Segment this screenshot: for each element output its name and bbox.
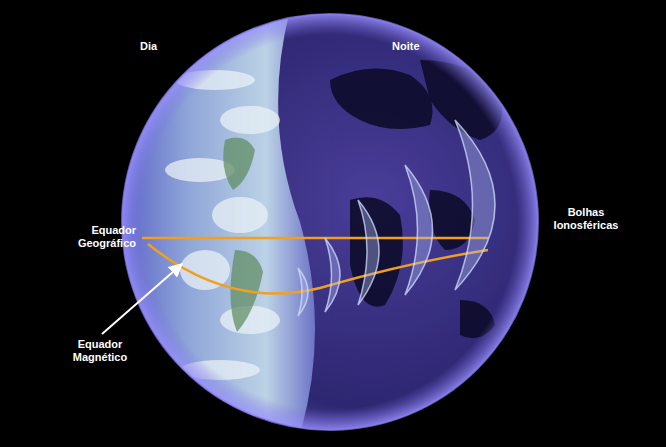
globe	[120, 10, 540, 434]
label: Noite	[392, 40, 452, 53]
label: Equador Geográfico	[56, 224, 136, 250]
label: Equador Magnético	[60, 338, 140, 364]
ionospheric-bubbles	[298, 120, 495, 316]
bubble	[325, 238, 340, 312]
bubble	[455, 120, 495, 290]
bubble	[358, 200, 379, 305]
bubble	[405, 165, 433, 295]
atmosphere	[122, 14, 538, 430]
geographic-equator	[142, 237, 488, 240]
leader-arrow	[102, 264, 182, 334]
label: Dia	[140, 40, 200, 53]
magnetic-equator	[148, 244, 488, 294]
globe-rim	[122, 14, 538, 430]
night-side	[120, 10, 540, 434]
bubble	[298, 268, 308, 316]
label: Bolhas Ionosféricas	[542, 206, 630, 232]
